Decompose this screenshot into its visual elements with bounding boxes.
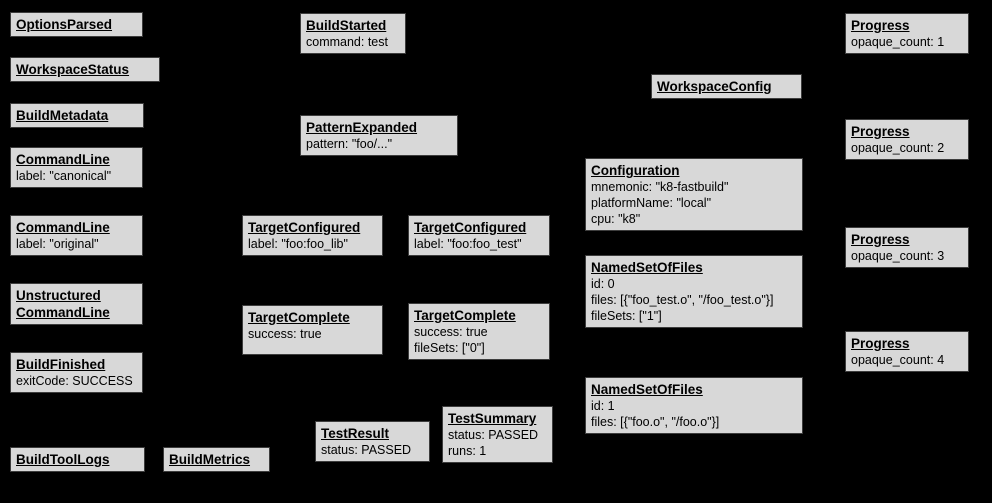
node-progress-2: Progress opaque_count: 2	[845, 119, 969, 160]
node-build-tool-logs: BuildToolLogs	[10, 447, 145, 472]
node-title: PatternExpanded	[306, 120, 418, 135]
node-test-summary: TestSummary status: PASSED runs: 1	[442, 406, 553, 463]
node-title: TestSummary	[448, 411, 537, 426]
node-field: status: PASSED	[321, 443, 412, 457]
node-target-complete-foo-lib: TargetComplete success: true	[242, 305, 383, 355]
node-title: Progress	[851, 18, 910, 33]
node-title: BuildMetadata	[16, 108, 109, 123]
node-field: label: "foo:foo_test"	[414, 237, 522, 251]
node-field: files: [{"foo.o", "/foo.o"}]	[591, 415, 720, 429]
node-title: Progress	[851, 124, 910, 139]
node-test-result: TestResult status: PASSED	[315, 421, 430, 462]
node-named-set-of-files-0: NamedSetOfFiles id: 0 files: [{"foo_test…	[585, 255, 803, 328]
node-build-metrics: BuildMetrics	[163, 447, 270, 472]
node-field: label: "foo:foo_lib"	[248, 237, 348, 251]
node-title: TestResult	[321, 426, 390, 441]
node-pattern-expanded: PatternExpanded pattern: "foo/..."	[300, 115, 458, 156]
node-build-started: BuildStarted command: test	[300, 13, 406, 54]
node-title: NamedSetOfFiles	[591, 260, 703, 275]
node-unstructured-command-line: Unstructured CommandLine	[10, 283, 143, 325]
node-title: BuildToolLogs	[16, 452, 110, 467]
node-title: TargetConfigured	[414, 220, 527, 235]
node-command-line-canonical: CommandLine label: "canonical"	[10, 147, 143, 188]
node-configuration: Configuration mnemonic: "k8-fastbuild" p…	[585, 158, 803, 231]
node-field: success: true	[414, 325, 488, 339]
node-title: Progress	[851, 336, 910, 351]
node-title: Progress	[851, 232, 910, 247]
node-field: success: true	[248, 327, 322, 341]
node-title: TargetConfigured	[248, 220, 361, 235]
node-title: Unstructured	[16, 288, 101, 303]
node-title: BuildFinished	[16, 357, 106, 372]
node-title: CommandLine	[16, 220, 110, 235]
node-title: TargetComplete	[248, 310, 350, 325]
node-field: pattern: "foo/..."	[306, 137, 393, 151]
node-build-finished: BuildFinished exitCode: SUCCESS	[10, 352, 143, 393]
node-title: CommandLine	[16, 152, 110, 167]
node-workspace-status: WorkspaceStatus	[10, 57, 160, 82]
node-field: status: PASSED	[448, 428, 539, 442]
node-field: exitCode: SUCCESS	[16, 374, 133, 388]
node-named-set-of-files-1: NamedSetOfFiles id: 1 files: [{"foo.o", …	[585, 377, 803, 434]
node-field: opaque_count: 4	[851, 353, 945, 367]
node-title: TargetComplete	[414, 308, 516, 323]
node-field: files: [{"foo_test.o", "/foo_test.o"}]	[591, 293, 774, 307]
node-field: opaque_count: 2	[851, 141, 945, 155]
node-title: Configuration	[591, 163, 680, 178]
node-target-configured-foo-lib: TargetConfigured label: "foo:foo_lib"	[242, 215, 383, 256]
node-build-metadata: BuildMetadata	[10, 103, 144, 128]
node-field: mnemonic: "k8-fastbuild"	[591, 180, 729, 194]
node-field: fileSets: ["1"]	[591, 309, 662, 323]
node-progress-4: Progress opaque_count: 4	[845, 331, 969, 372]
node-field: id: 0	[591, 277, 615, 291]
node-field: id: 1	[591, 399, 615, 413]
node-progress-3: Progress opaque_count: 3	[845, 227, 969, 268]
node-workspace-config: WorkspaceConfig	[651, 74, 802, 99]
node-title: OptionsParsed	[16, 17, 113, 32]
node-field: label: "canonical"	[16, 169, 112, 183]
node-field: opaque_count: 1	[851, 35, 945, 49]
node-title: WorkspaceConfig	[657, 79, 772, 94]
node-target-configured-foo-test: TargetConfigured label: "foo:foo_test"	[408, 215, 550, 256]
node-field: fileSets: ["0"]	[414, 341, 485, 355]
node-field: platformName: "local"	[591, 196, 712, 210]
node-title: NamedSetOfFiles	[591, 382, 703, 397]
node-field: runs: 1	[448, 444, 487, 458]
node-title-line-2: CommandLine	[16, 305, 110, 320]
node-field: cpu: "k8"	[591, 212, 641, 226]
node-title: WorkspaceStatus	[16, 62, 130, 77]
node-title: BuildStarted	[306, 18, 387, 33]
node-progress-1: Progress opaque_count: 1	[845, 13, 969, 54]
node-command-line-original: CommandLine label: "original"	[10, 215, 143, 256]
node-field: opaque_count: 3	[851, 249, 945, 263]
node-target-complete-foo-test: TargetComplete success: true fileSets: […	[408, 303, 550, 360]
node-options-parsed: OptionsParsed	[10, 12, 143, 37]
node-field: command: test	[306, 35, 388, 49]
node-title: BuildMetrics	[169, 452, 251, 467]
node-field: label: "original"	[16, 237, 99, 251]
